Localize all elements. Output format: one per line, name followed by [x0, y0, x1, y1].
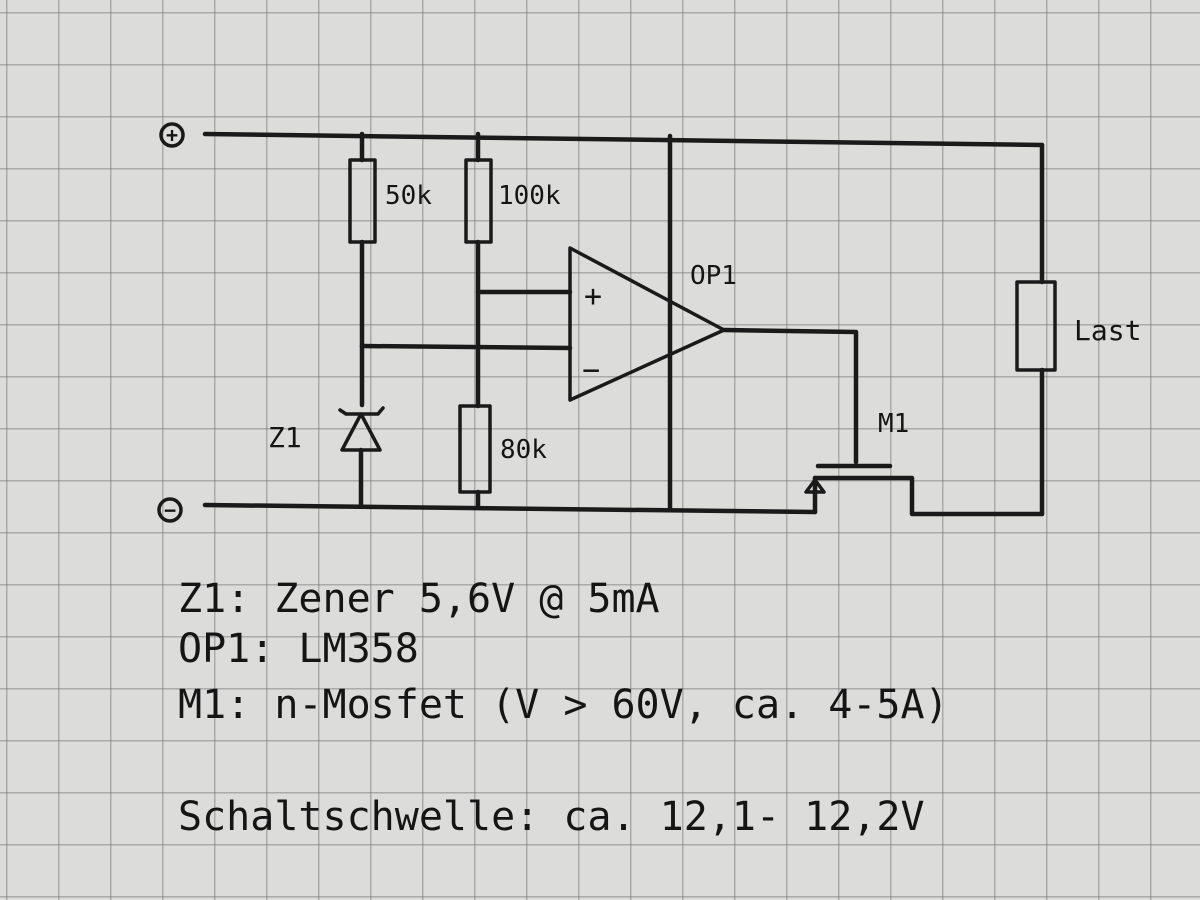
opamp-triangle — [568, 246, 726, 402]
opamp-output-wire — [721, 327, 859, 465]
load-label: Last — [1074, 314, 1141, 347]
plus-terminal-symbol: + — [166, 123, 178, 147]
note-mosfet: M1: n-Mosfet (V > 60V, ca. 4-5A) — [178, 682, 949, 728]
divider-to-inverting-input — [359, 343, 573, 351]
opamp-label: OP1 — [690, 261, 737, 291]
load-resistor — [1015, 280, 1057, 372]
mosfet-label: M1 — [878, 409, 909, 439]
zener-diode — [338, 406, 385, 452]
minus-terminal-symbol: − — [164, 498, 176, 522]
note-zener: Z1: Zener 5,6V @ 5mA — [178, 576, 660, 622]
mosfet-m1 — [804, 463, 1045, 517]
minus-terminal: − — [157, 497, 183, 523]
opamp-minus-input-symbol: − — [582, 353, 600, 388]
resistor-r1 — [348, 158, 377, 244]
resistor-r2-label: 100k — [498, 181, 561, 211]
resistor-r1-label: 50k — [385, 181, 432, 211]
opamp-plus-input-symbol: + — [584, 279, 602, 314]
negative-rail — [202, 502, 818, 515]
positive-rail — [202, 131, 1045, 148]
resistor-r3 — [458, 404, 492, 494]
note-threshold: Schaltschwelle: ca. 12,1- 12,2V — [178, 794, 925, 840]
zener-label: Z1 — [268, 421, 302, 454]
resistor-r2 — [464, 158, 493, 244]
note-opamp: OP1: LM358 — [178, 626, 419, 672]
plus-terminal: + — [159, 122, 185, 148]
resistor-r3-label: 80k — [500, 435, 547, 465]
